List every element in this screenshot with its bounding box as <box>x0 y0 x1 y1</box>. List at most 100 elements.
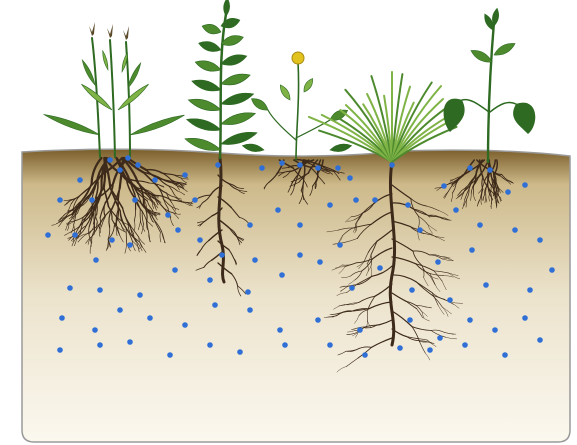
water-droplet-icon <box>132 197 138 203</box>
water-droplet-icon <box>212 302 218 308</box>
water-droplet-icon <box>487 167 493 173</box>
water-droplet-icon <box>207 342 213 348</box>
water-droplet-icon <box>57 197 63 203</box>
water-droplet-icon <box>245 289 251 295</box>
water-droplet-icon <box>135 162 141 168</box>
plant-foliage <box>44 0 536 162</box>
water-droplet-icon <box>92 327 98 333</box>
water-droplet-icon <box>117 167 123 173</box>
water-droplet-icon <box>215 162 221 168</box>
water-droplet-icon <box>437 335 443 341</box>
water-droplet-icon <box>282 342 288 348</box>
water-droplet-icon <box>137 292 143 298</box>
water-droplet-icon <box>362 352 368 358</box>
water-droplet-icon <box>117 307 123 313</box>
water-droplet-icon <box>279 272 285 278</box>
water-droplet-icon <box>349 285 355 291</box>
water-droplet-icon <box>237 349 243 355</box>
water-droplet-icon <box>462 342 468 348</box>
water-droplet-icon <box>192 197 198 203</box>
water-droplet-icon <box>405 202 411 208</box>
water-droplet-icon <box>407 317 413 323</box>
water-droplet-icon <box>247 307 253 313</box>
water-droplet-icon <box>377 265 383 271</box>
water-droplet-icon <box>167 352 173 358</box>
water-droplet-icon <box>389 162 395 168</box>
water-droplet-icon <box>182 322 188 328</box>
water-droplet-icon <box>97 287 103 293</box>
water-droplet-icon <box>219 252 225 258</box>
water-droplet-icon <box>165 212 171 218</box>
water-droplet-icon <box>315 165 321 171</box>
water-droplet-icon <box>72 232 78 238</box>
water-droplet-icon <box>505 189 511 195</box>
water-droplet-icon <box>427 347 433 353</box>
water-droplet-icon <box>549 267 555 273</box>
water-droplet-icon <box>483 282 489 288</box>
water-droplet-icon <box>417 227 423 233</box>
water-droplet-icon <box>152 177 158 183</box>
water-droplet-icon <box>327 342 333 348</box>
water-droplet-icon <box>512 227 518 233</box>
sorghum-plant-icon <box>44 22 185 157</box>
broadleaf-plant-icon <box>444 8 536 162</box>
water-droplet-icon <box>297 252 303 258</box>
water-droplet-icon <box>453 207 459 213</box>
water-droplet-icon <box>279 160 285 166</box>
water-droplet-icon <box>372 197 378 203</box>
water-droplet-icon <box>59 315 65 321</box>
water-droplet-icon <box>252 257 258 263</box>
water-droplet-icon <box>492 327 498 333</box>
water-droplet-icon <box>125 155 131 161</box>
water-droplet-icon <box>67 285 73 291</box>
water-droplet-icon <box>45 232 51 238</box>
water-droplet-icon <box>441 183 447 189</box>
water-droplet-icon <box>297 162 303 168</box>
water-droplet-icon <box>175 227 181 233</box>
water-droplet-icon <box>277 327 283 333</box>
water-droplet-icon <box>502 352 508 358</box>
water-droplet-icon <box>147 315 153 321</box>
water-droplet-icon <box>337 242 343 248</box>
water-droplet-icon <box>537 337 543 343</box>
water-droplet-icon <box>97 342 103 348</box>
water-droplet-icon <box>89 197 95 203</box>
water-droplet-icon <box>317 259 323 265</box>
water-droplet-icon <box>447 297 453 303</box>
water-droplet-icon <box>477 222 483 228</box>
water-droplet-icon <box>247 222 253 228</box>
water-droplet-icon <box>275 207 281 213</box>
water-droplet-icon <box>127 242 133 248</box>
water-droplet-icon <box>357 327 363 333</box>
water-droplet-icon <box>327 202 333 208</box>
water-droplet-icon <box>77 177 83 183</box>
water-droplet-icon <box>467 165 473 171</box>
water-droplet-icon <box>353 197 359 203</box>
water-droplet-icon <box>469 247 475 253</box>
flowering-herb-icon <box>242 52 351 160</box>
water-droplet-icon <box>397 345 403 351</box>
water-droplet-icon <box>537 237 543 243</box>
water-droplet-icon <box>127 339 133 345</box>
water-droplet-icon <box>197 237 203 243</box>
water-droplet-icon <box>435 259 441 265</box>
water-droplet-icon <box>172 267 178 273</box>
water-droplet-icon <box>207 277 213 283</box>
water-droplet-icon <box>527 287 533 293</box>
water-droplet-icon <box>259 165 265 171</box>
water-droplet-icon <box>467 317 473 323</box>
water-droplet-icon <box>297 222 303 228</box>
water-droplet-icon <box>109 237 115 243</box>
water-droplet-icon <box>315 317 321 323</box>
water-droplet-icon <box>409 287 415 293</box>
water-droplet-icon <box>107 157 113 163</box>
water-droplet-icon <box>522 315 528 321</box>
water-droplet-icon <box>347 175 353 181</box>
water-droplet-icon <box>522 182 528 188</box>
water-droplet-icon <box>335 165 341 171</box>
water-droplet-icon <box>182 172 188 178</box>
fern-like-plant-icon <box>185 0 257 158</box>
water-droplet-icon <box>93 257 99 263</box>
